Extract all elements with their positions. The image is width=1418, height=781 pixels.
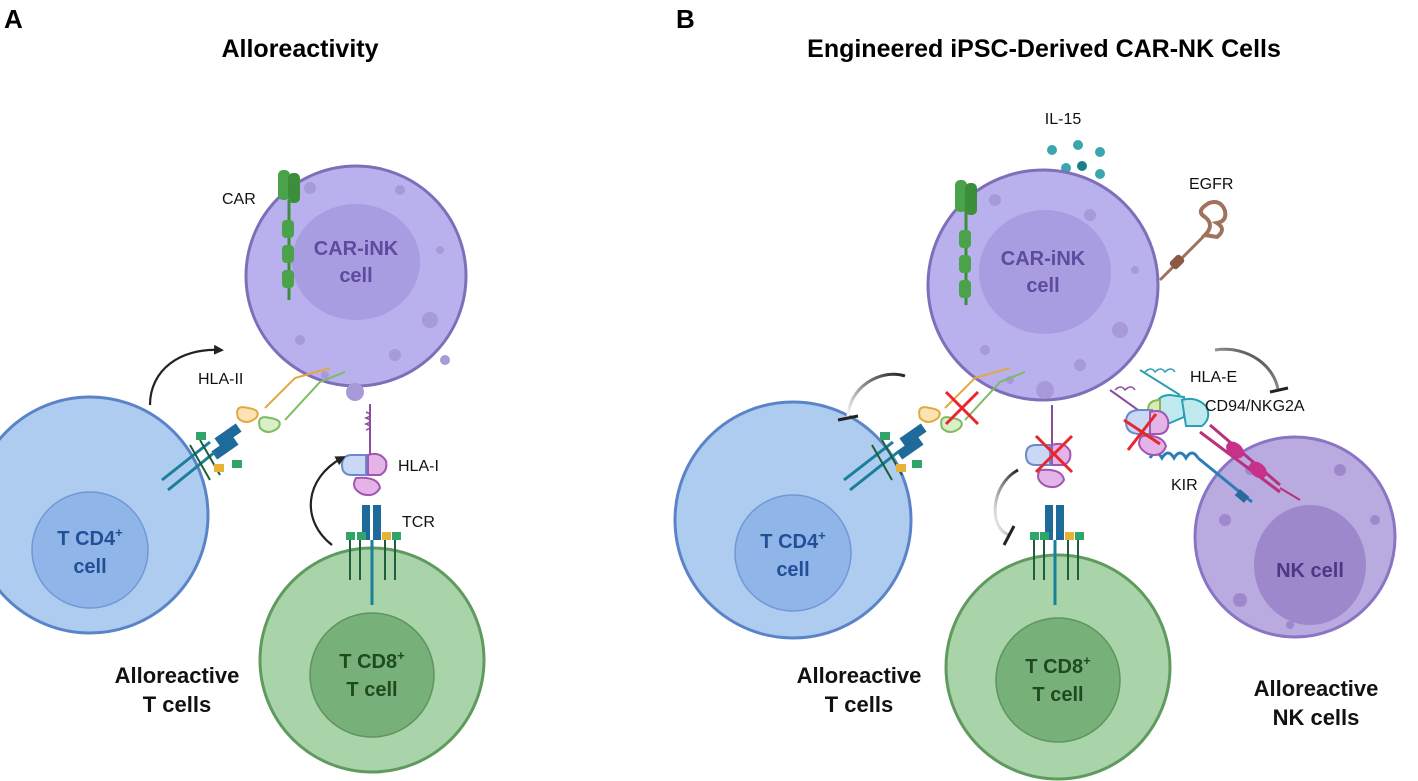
hla-i-complex-icon [340, 404, 401, 605]
t-cd8-sup-a: + [397, 648, 405, 663]
panel-b-letter: B [676, 4, 695, 34]
egfr-label: EGFR [1189, 176, 1233, 193]
panel-b-title: Engineered iPSC-Derived CAR-NK Cells [807, 35, 1281, 63]
alloreactive-t-label-line1-a: Alloreactive [115, 663, 240, 688]
t-cd8-sup-b: + [1083, 653, 1091, 668]
kir-label: KIR [1171, 477, 1198, 494]
t-cd8-label-a: T CD8+ [339, 648, 405, 673]
car-label: CAR [222, 191, 256, 208]
alloreactive-t-label-line2-a: T cells [143, 692, 211, 717]
t-cd8-line2-a: T cell [346, 679, 397, 701]
car-ink-label-line1: CAR-iNK [314, 238, 399, 260]
nk-cell: NK cell [1193, 435, 1397, 639]
car-ink-cell-b: CAR-iNK cell [926, 168, 1160, 402]
knockout-x-hla-ii-icon [944, 390, 980, 426]
car-ink-b-line2: cell [1026, 275, 1059, 297]
inhibit-arc-cd8-icon [993, 468, 1019, 546]
hla-i-label: HLA-I [398, 458, 439, 475]
t-cd8-line1-a: T CD8 [339, 651, 397, 673]
t-cd4-line2-b: cell [776, 559, 809, 581]
knockout-x-kir-icon [1123, 413, 1161, 451]
cd94-nkg2a-label: CD94/NKG2A [1205, 398, 1305, 415]
t-cd8-cell-b: T CD8+ T cell [944, 553, 1172, 781]
t-cd4-cell-b: T CD4+ cell [673, 400, 913, 640]
hla-e-label: HLA-E [1190, 369, 1237, 386]
cd94-nkg2a-receptor-icon [1199, 423, 1301, 501]
car-receptor-icon [278, 170, 300, 300]
nk-cell-label: NK cell [1276, 560, 1344, 582]
alloreactive-nk-label-line2: NK cells [1273, 705, 1360, 730]
t-cd4-line1-a: T CD4 [57, 528, 116, 550]
t-cd4-line1-b: T CD4 [760, 531, 819, 553]
t-cd4-sup-a: + [115, 525, 123, 540]
il-15-label: IL-15 [1045, 111, 1082, 128]
alloreactive-t-label-line2-b: T cells [825, 692, 893, 717]
arrow-cd4-icon [148, 344, 224, 406]
car-ink-b-line1: CAR-iNK [1001, 248, 1086, 270]
panel-a-letter: A [4, 4, 23, 34]
panel-b: B Engineered iPSC-Derived CAR-NK Cells I… [673, 4, 1397, 781]
hla-ii-complex-icon [161, 367, 346, 492]
t-cd4-line2-a: cell [73, 556, 106, 578]
panel-a: A Alloreactivity CAR-iNK cell [0, 4, 486, 774]
knockout-x-hla-i-icon [1034, 434, 1074, 474]
egfr-receptor-icon [1158, 200, 1228, 282]
inhibit-arc-cd4-icon [837, 372, 906, 422]
alloreactive-nk-label-line1: Alloreactive [1254, 676, 1379, 701]
car-ink-cell-a: CAR-iNK cell [244, 164, 468, 401]
t-cd8-line2-b: T cell [1032, 684, 1083, 706]
car-receptor-b-icon [955, 180, 977, 305]
t-cd4-sup-b: + [818, 528, 826, 543]
hla-ii-label: HLA-II [198, 371, 243, 388]
tcr-label: TCR [402, 514, 435, 531]
panel-a-title: Alloreactivity [221, 35, 378, 63]
t-cd8-line1-b: T CD8 [1025, 656, 1083, 678]
t-cd4-label-a: T CD4+ [57, 525, 123, 550]
car-ink-label-line2: cell [339, 265, 372, 287]
hla-i-complex-b-icon [1024, 405, 1084, 605]
hla-ii-complex-b-icon [843, 367, 1026, 492]
inhibit-arc-nk-icon [1214, 347, 1289, 394]
alloreactive-t-label-line1-b: Alloreactive [797, 663, 922, 688]
t-cd4-label-b: T CD4+ [760, 528, 826, 553]
t-cd8-label-b: T CD8+ [1025, 653, 1091, 678]
arrow-cd8-icon [309, 456, 346, 546]
t-cd4-cell-a: T CD4+ cell [0, 395, 210, 635]
